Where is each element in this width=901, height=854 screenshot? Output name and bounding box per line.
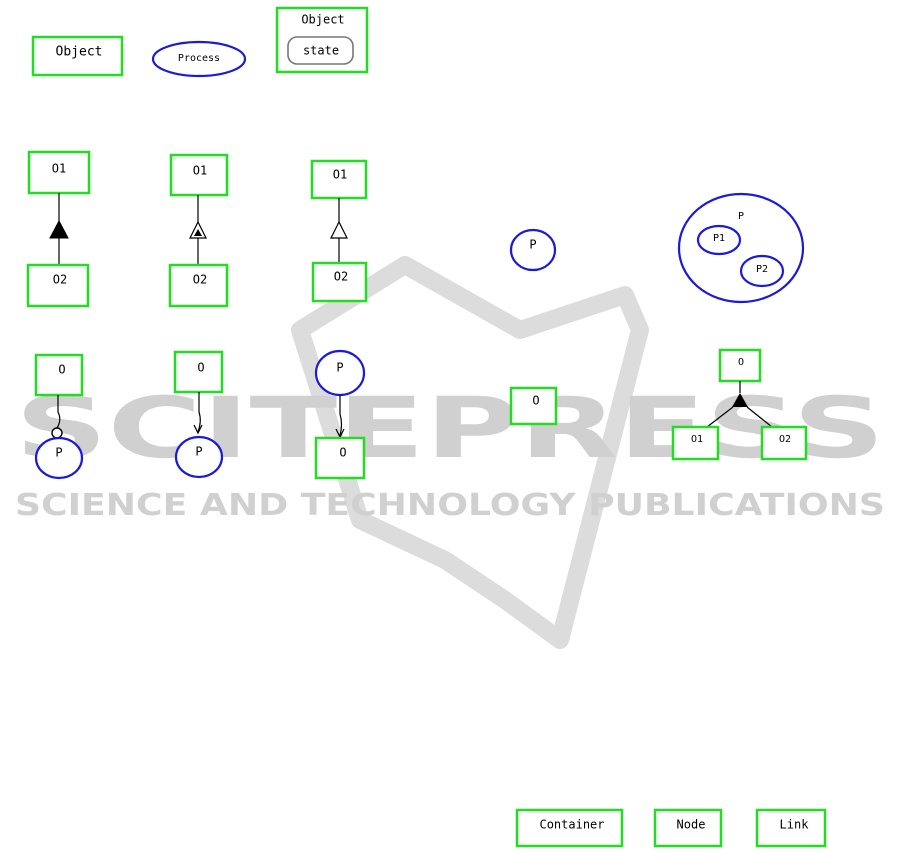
zoom-inner-label-1: P1 xyxy=(713,233,725,244)
aggregation-bottom-label: O2 xyxy=(53,273,67,287)
instrument-process-label: P xyxy=(195,445,202,459)
tree-parent-label: O xyxy=(738,357,744,368)
aggregation-relation: O1 O2 xyxy=(28,152,89,306)
agent-object-label: O xyxy=(58,363,65,377)
exhibition-top-label: O1 xyxy=(193,164,207,178)
watermark-subtitle: SCIENCE AND TECHNOLOGY PUBLICATIONS xyxy=(15,488,885,523)
agent-process-label: P xyxy=(55,446,62,460)
generalization-bottom-label: O2 xyxy=(334,270,348,284)
palette: Container Node Link xyxy=(517,810,825,846)
container-button-label: Container xyxy=(539,818,604,832)
aggregation-filled-triangle-icon xyxy=(50,221,68,238)
generalization-relation: O1 O2 xyxy=(312,161,366,301)
zoom-outer-label: P xyxy=(738,211,744,222)
generalization-hollow-triangle-icon xyxy=(331,222,347,238)
agent-circle-icon xyxy=(52,428,62,438)
aggregation-top-label: O1 xyxy=(52,162,66,176)
legend: Object Process Object state xyxy=(33,8,367,76)
legend-object-label: Object xyxy=(56,45,103,60)
legend-process-label: Process xyxy=(178,53,220,64)
tree-child-label-1: O1 xyxy=(691,434,703,445)
exhibition-bottom-label: O2 xyxy=(193,273,207,287)
result-process-label: P xyxy=(336,361,343,375)
node-button-label: Node xyxy=(677,818,706,832)
result-object-label: O xyxy=(339,446,346,460)
watermark-title: SCITEPRESS xyxy=(15,379,885,477)
generalization-top-label: O1 xyxy=(333,168,347,182)
instrument-object-label: O xyxy=(197,361,204,375)
exhibition-relation: O1 O2 xyxy=(170,155,227,306)
zoomed-process: P P1 P2 xyxy=(679,194,803,302)
standalone-process-label: P xyxy=(529,238,536,252)
watermark: SCITEPRESS SCIENCE AND TECHNOLOGY PUBLIC… xyxy=(15,265,885,640)
zoom-inner-label-2: P2 xyxy=(756,264,768,275)
legend-state-label: state xyxy=(303,44,339,58)
legend-stateful-object-label: Object xyxy=(301,13,344,27)
standalone-object-label: O xyxy=(532,394,539,408)
link-button-label: Link xyxy=(780,818,810,832)
tree-child-label-2: O2 xyxy=(779,434,791,445)
